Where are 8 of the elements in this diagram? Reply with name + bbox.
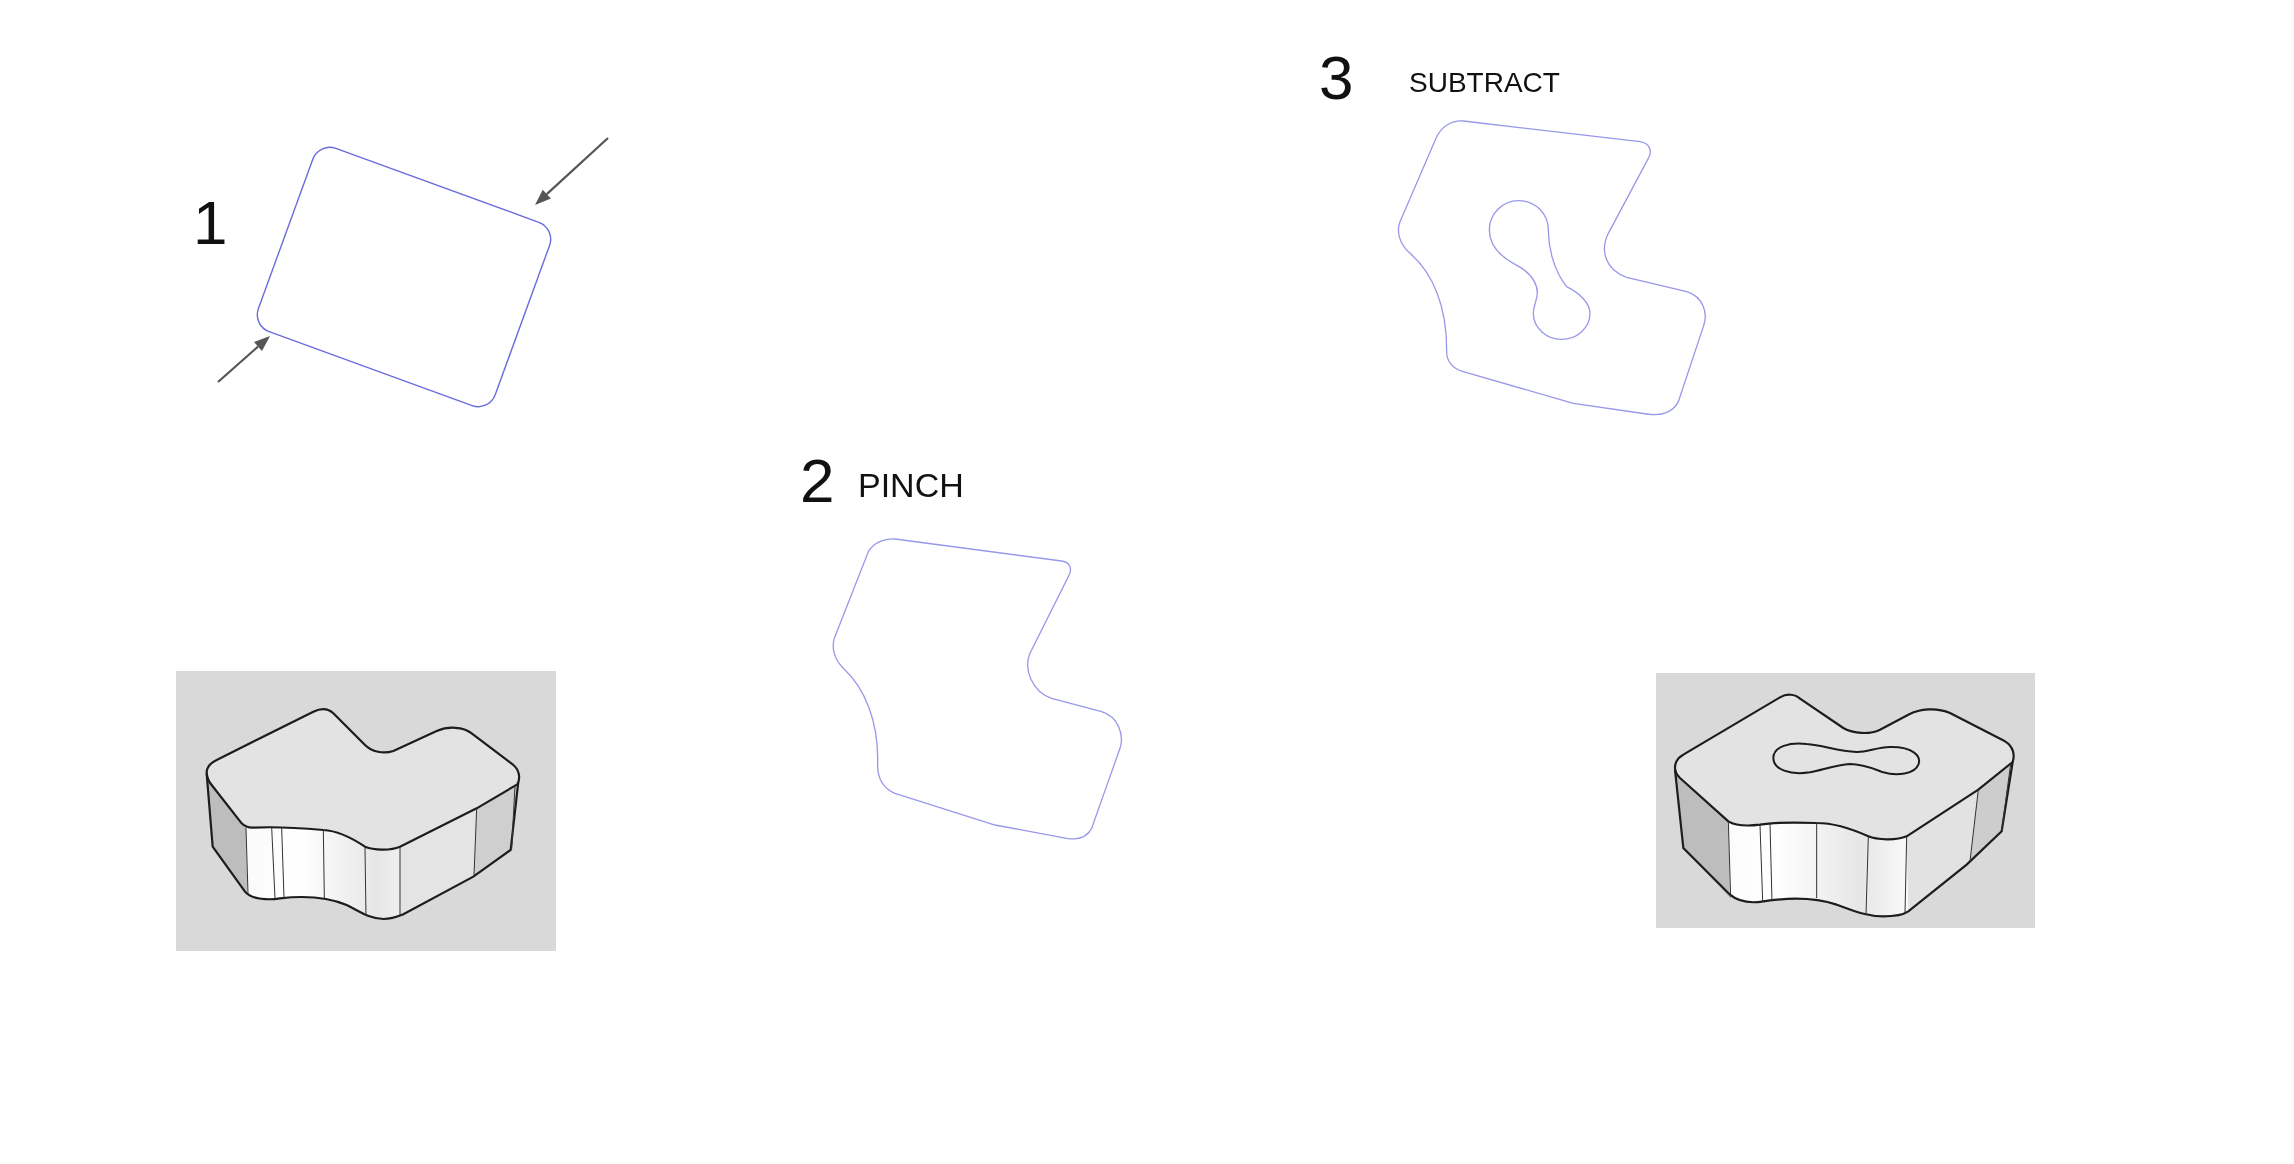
step-title: SUBTRACT xyxy=(1409,69,1560,97)
subtracted-profile-sketch xyxy=(1397,120,1706,416)
pinched-profile-sketch xyxy=(832,538,1122,840)
rounded-rectangle-sketch xyxy=(256,146,552,408)
step-number: 1 xyxy=(193,192,228,254)
step-number: 3 xyxy=(1319,47,1354,109)
step-title: PINCH xyxy=(858,468,964,502)
step-number: 2 xyxy=(800,450,835,512)
